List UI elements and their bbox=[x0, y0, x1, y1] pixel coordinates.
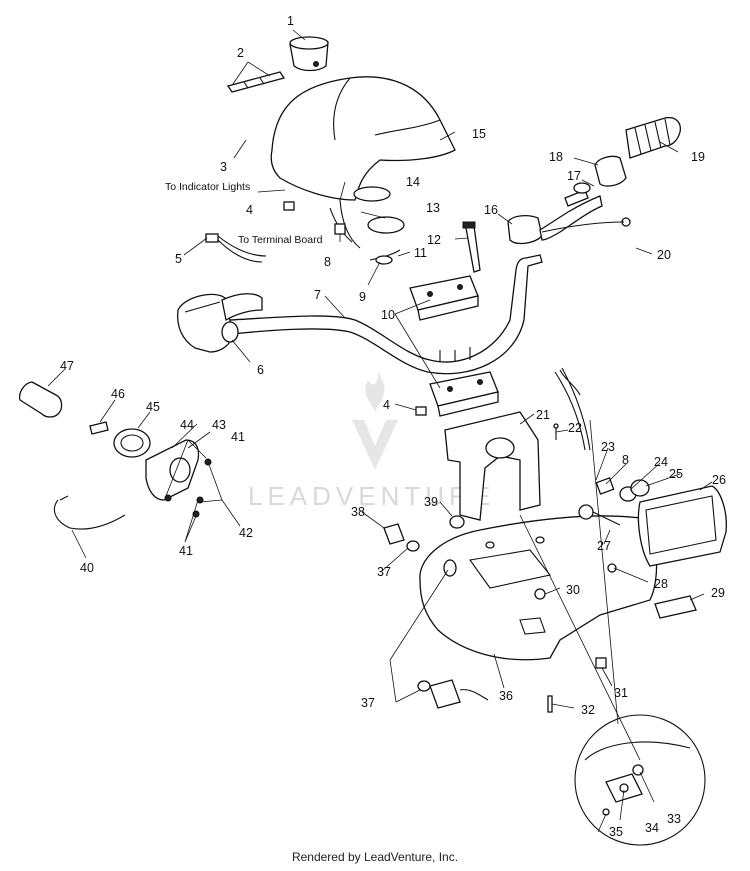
note-to-terminal-board: To Terminal Board bbox=[238, 234, 323, 246]
callout-4b: 4 bbox=[383, 398, 390, 412]
callout-36: 36 bbox=[499, 689, 513, 703]
throttle-brake-lever-part bbox=[507, 189, 631, 245]
callout-16: 16 bbox=[484, 203, 498, 217]
callout-3: 3 bbox=[220, 160, 227, 174]
terminal-board-connector-part bbox=[205, 233, 267, 263]
render-credit-footer: Rendered by LeadVenture, Inc. bbox=[291, 850, 459, 864]
callout-24: 24 bbox=[654, 455, 668, 469]
callout-20: 20 bbox=[657, 248, 671, 262]
callout-41b: 41 bbox=[179, 544, 193, 558]
left-switch-housing-part bbox=[176, 293, 263, 353]
callout-10: 10 bbox=[381, 308, 395, 322]
meter-cup-part bbox=[289, 36, 329, 72]
leadventure-watermark: LEADVENTURE bbox=[248, 372, 495, 511]
small-hardware-parts bbox=[383, 423, 607, 713]
callout-37: 37 bbox=[377, 565, 391, 579]
callout-27: 27 bbox=[597, 539, 611, 553]
callout-23: 23 bbox=[601, 440, 615, 454]
switch-part bbox=[654, 595, 697, 619]
callout-13: 13 bbox=[426, 201, 440, 215]
watermark-text: LEADVENTURE bbox=[248, 481, 495, 511]
bulb-socket-part bbox=[329, 199, 405, 265]
left-side-parts bbox=[18, 381, 212, 530]
callout-44: 44 bbox=[180, 418, 194, 432]
callout-14: 14 bbox=[406, 175, 420, 189]
callout-4: 4 bbox=[246, 203, 253, 217]
callout-2: 2 bbox=[237, 46, 244, 60]
callout-9: 9 bbox=[359, 290, 366, 304]
callout-22: 22 bbox=[568, 421, 582, 435]
callout-31: 31 bbox=[614, 686, 628, 700]
indicator-lens-strip-part bbox=[226, 71, 286, 93]
callout-17: 17 bbox=[567, 169, 581, 183]
callout-15: 15 bbox=[472, 127, 486, 141]
headlight-assembly-part bbox=[637, 485, 727, 567]
callout-25: 25 bbox=[669, 467, 683, 481]
callout-45: 45 bbox=[146, 400, 160, 414]
exploded-parts-diagram: LEADVENTURE bbox=[18, 14, 727, 846]
callout-42: 42 bbox=[239, 526, 253, 540]
callout-38: 38 bbox=[351, 505, 365, 519]
callout-5: 5 bbox=[175, 252, 182, 266]
callout-39: 39 bbox=[424, 495, 438, 509]
grip-and-switch-part bbox=[573, 116, 681, 194]
callout-32: 32 bbox=[581, 703, 595, 717]
callout-37b: 37 bbox=[361, 696, 375, 710]
callout-47: 47 bbox=[60, 359, 74, 373]
headlight-bulb-parts bbox=[554, 367, 650, 573]
callout-11: 11 bbox=[414, 246, 427, 260]
callout-30: 30 bbox=[566, 583, 580, 597]
callout-7: 7 bbox=[314, 288, 321, 302]
callout-1: 1 bbox=[287, 14, 294, 28]
callout-labels: 1 2 3 4 5 6 7 8 9 10 11 12 13 14 15 16 1… bbox=[60, 14, 726, 839]
note-to-indicator-lights: To Indicator Lights bbox=[165, 181, 250, 193]
inset-detail-part bbox=[574, 714, 706, 846]
callout-19: 19 bbox=[691, 150, 705, 164]
callout-40: 40 bbox=[80, 561, 94, 575]
mounting-bracket-part bbox=[444, 411, 541, 521]
callout-26: 26 bbox=[712, 473, 726, 487]
bolt-part bbox=[462, 221, 481, 273]
front-cowl-part bbox=[419, 515, 658, 661]
callout-41: 41 bbox=[231, 430, 245, 444]
callout-8: 8 bbox=[324, 255, 331, 269]
callout-35: 35 bbox=[609, 825, 623, 839]
headlight-pod-part bbox=[270, 76, 456, 202]
callout-46: 46 bbox=[111, 387, 125, 401]
callout-18: 18 bbox=[549, 150, 563, 164]
leader-lines bbox=[47, 29, 713, 833]
handlebar-clamp-upper-part bbox=[409, 275, 479, 321]
callout-29: 29 bbox=[711, 586, 725, 600]
callout-21: 21 bbox=[536, 408, 550, 422]
connector-clip-part bbox=[283, 201, 427, 416]
handlebar-clamp-lower-part bbox=[429, 371, 499, 417]
handlebar-part bbox=[229, 254, 543, 375]
callout-43: 43 bbox=[212, 418, 226, 432]
callout-34: 34 bbox=[645, 821, 659, 835]
callout-12: 12 bbox=[427, 233, 441, 247]
callout-8b: 8 bbox=[622, 453, 629, 467]
callout-28: 28 bbox=[654, 577, 668, 591]
callout-33: 33 bbox=[667, 812, 681, 826]
callout-6: 6 bbox=[257, 363, 264, 377]
